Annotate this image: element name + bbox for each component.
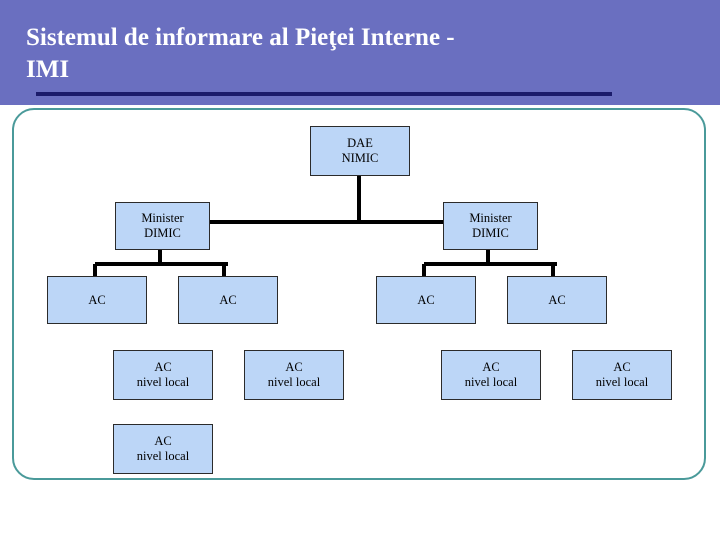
node-label-line2: DIMIC (144, 226, 181, 240)
node-label-line1: Minister (469, 211, 512, 225)
node-label-line1: AC (154, 434, 172, 448)
node-ac-3: AC (376, 276, 476, 324)
connector-min2-right-drop (551, 264, 555, 278)
connector-min1-right-drop (222, 264, 226, 278)
node-label-line2: DIMIC (472, 226, 509, 240)
node-ac-2: AC (178, 276, 278, 324)
node-label-line2: nivel local (595, 375, 649, 389)
node-label-line1: AC (613, 360, 631, 374)
connector-dae-down (357, 176, 361, 223)
node-label-line1: AC (548, 292, 566, 307)
node-label-line1: AC (417, 292, 435, 307)
connector-min2-crossbar (424, 262, 557, 266)
node-label-line2: nivel local (136, 375, 190, 389)
node-label-line1: Minister (141, 211, 184, 225)
node-label-line2: NIMIC (341, 151, 379, 165)
node-label-line1: AC (154, 360, 172, 374)
node-label-line1: AC (88, 292, 106, 307)
connector-min1-down (158, 250, 162, 266)
node-label-line1: AC (219, 292, 237, 307)
node-ac-1: AC (47, 276, 147, 324)
connector-min1-crossbar (95, 262, 228, 266)
connector-min2-down (486, 250, 490, 266)
title-divider (36, 92, 612, 96)
slide-title: Sistemul de informare al Pieţei Interne … (26, 24, 455, 83)
title-banner: Sistemul de informare al Pieţei Interne … (0, 0, 720, 105)
connector-ministers-crossbar (162, 220, 491, 224)
node-label-line1: AC (482, 360, 500, 374)
node-label-line1: DAE (347, 136, 373, 150)
node-label-line1: AC (285, 360, 303, 374)
node-label-line2: nivel local (267, 375, 321, 389)
connector-min1-left-drop (93, 264, 97, 278)
node-label-line2: nivel local (464, 375, 518, 389)
node-ac-4: AC (507, 276, 607, 324)
connector-min2-left-drop (422, 264, 426, 278)
node-label-line2: nivel local (136, 449, 190, 463)
